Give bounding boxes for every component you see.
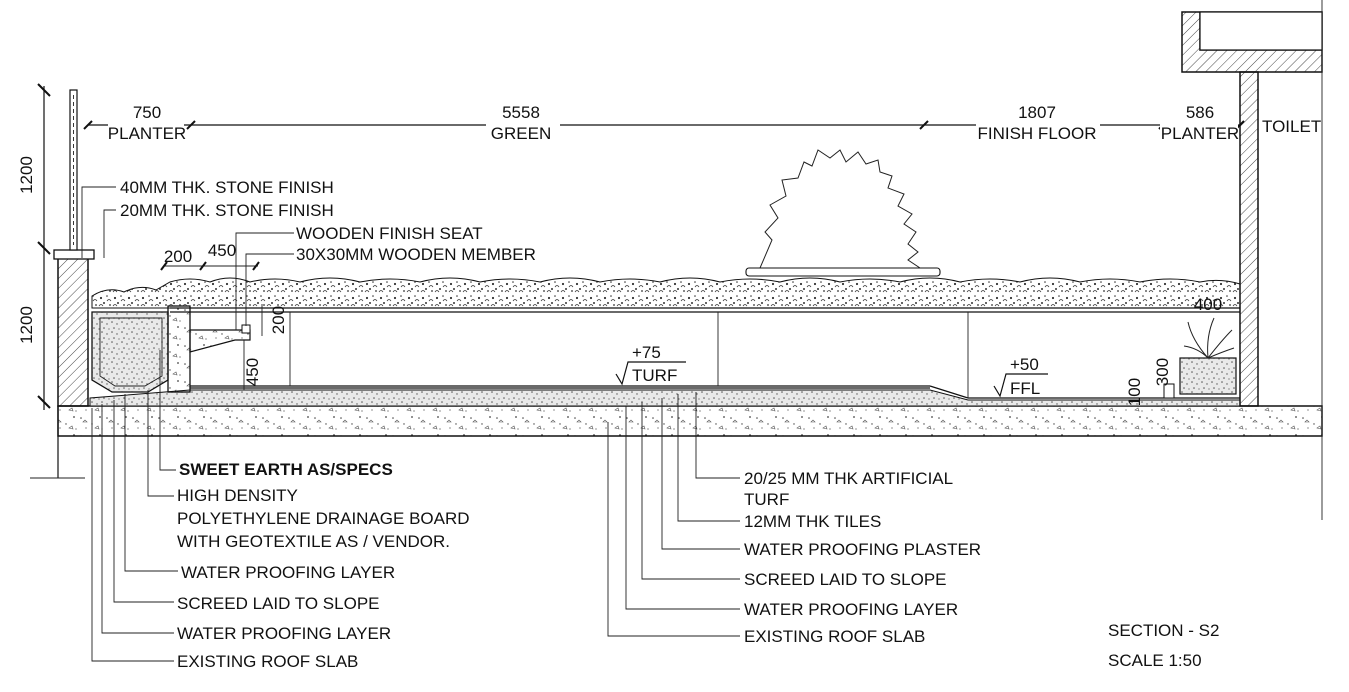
- dim-750-value: 750: [133, 103, 161, 122]
- level-ffl-value: +50: [1010, 355, 1039, 374]
- callout-right-wp-layer: WATER PROOFING LAYER: [744, 600, 958, 619]
- dim-300: 300: [1153, 358, 1172, 386]
- section-title: SECTION - S2: [1108, 621, 1219, 640]
- artificial-turf-band: [91, 277, 1241, 309]
- dim-1807-value: 1807: [1018, 103, 1056, 122]
- callout-tiles: 12MM THK TILES: [744, 512, 881, 531]
- callout-40mm-stone: 40MM THK. STONE FINISH: [120, 178, 334, 197]
- left-planter-box: [91, 311, 169, 393]
- dim-450-top: 450: [208, 241, 236, 260]
- dim-586-label: PLANTER: [1161, 124, 1239, 143]
- existing-roof-slab: [57, 405, 1323, 437]
- callout-right-roof-slab: EXISTING ROOF SLAB: [744, 627, 925, 646]
- callout-turf-line1: 20/25 MM THK ARTIFICIAL: [744, 469, 953, 488]
- level-turf-value: +75: [632, 343, 661, 362]
- callout-wooden-member: 30X30MM WOODEN MEMBER: [296, 245, 536, 264]
- dim-200-side: 200: [269, 306, 288, 334]
- callout-left-wp-layer-2: WATER PROOFING LAYER: [177, 624, 391, 643]
- dim-1200-upper: 1200: [17, 156, 36, 194]
- section-scale: SCALE 1:50: [1108, 651, 1202, 670]
- dim-1807-label: FINISH FLOOR: [977, 124, 1096, 143]
- callout-drainage-line1: HIGH DENSITY: [177, 486, 298, 505]
- dim-400: 400: [1194, 295, 1222, 314]
- dim-5558-value: 5558: [502, 103, 540, 122]
- level-turf-label: TURF: [632, 366, 677, 385]
- callout-drainage-line2: POLYETHYLENE DRAINAGE BOARD: [177, 509, 470, 528]
- callout-right-screed: SCREED LAID TO SLOPE: [744, 570, 947, 589]
- left-railing-post: [69, 89, 78, 251]
- planter-seat-wall: [167, 305, 191, 393]
- callout-sweet-earth: SWEET EARTH AS/SPECS: [179, 460, 393, 479]
- dim-450-side: 450: [243, 358, 262, 386]
- callout-left-wp-layer-1: WATER PROOFING LAYER: [181, 563, 395, 582]
- wooden-member: [241, 324, 251, 334]
- dim-100: 100: [1125, 378, 1144, 406]
- callout-wp-plaster: WATER PROOFING PLASTER: [744, 540, 981, 559]
- shrub-outline: [759, 149, 922, 269]
- dim-200-top: 200: [164, 247, 192, 266]
- callout-20mm-stone: 20MM THK. STONE FINISH: [120, 201, 334, 220]
- callout-drainage-line3: WITH GEOTEXTILE AS / VENDOR.: [177, 532, 450, 551]
- shrub-base: [745, 267, 941, 277]
- wooden-seat: [189, 329, 251, 353]
- potted-plant: [1183, 317, 1235, 359]
- right-planter-box: [1179, 357, 1237, 395]
- callout-left-screed: SCREED LAID TO SLOPE: [177, 594, 380, 613]
- callout-left-roof-slab: EXISTING ROOF SLAB: [177, 652, 358, 671]
- callout-turf-line2: TURF: [744, 490, 789, 509]
- level-ffl-label: FFL: [1010, 379, 1040, 398]
- dim-1200-lower: 1200: [17, 306, 36, 344]
- dim-750-label: PLANTER: [108, 124, 186, 143]
- callout-wooden-seat: WOODEN FINISH SEAT: [296, 224, 483, 243]
- dim-586-value: 586: [1186, 103, 1214, 122]
- dim-5558-label: GREEN: [491, 124, 551, 143]
- left-coping: [53, 249, 95, 260]
- room-label-toilet: TOILET: [1262, 117, 1321, 136]
- left-parapet-wall: [57, 257, 89, 407]
